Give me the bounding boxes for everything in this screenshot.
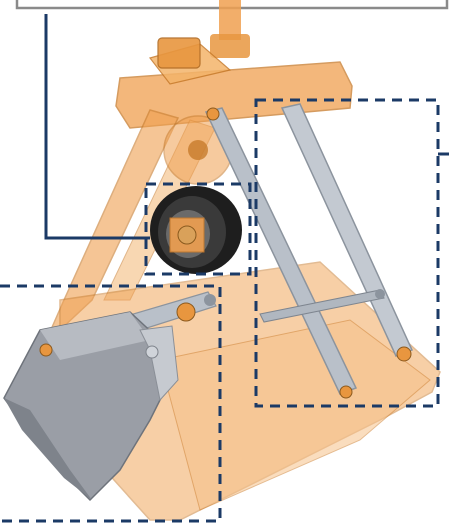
pulley-sheave-icon [150, 186, 242, 274]
arm-region [254, 98, 449, 408]
pulley-callout-leader [44, 14, 150, 240]
grab-bucket-illustration [3, 0, 441, 521]
bucket-region [0, 284, 222, 523]
sheave-region [144, 182, 252, 276]
